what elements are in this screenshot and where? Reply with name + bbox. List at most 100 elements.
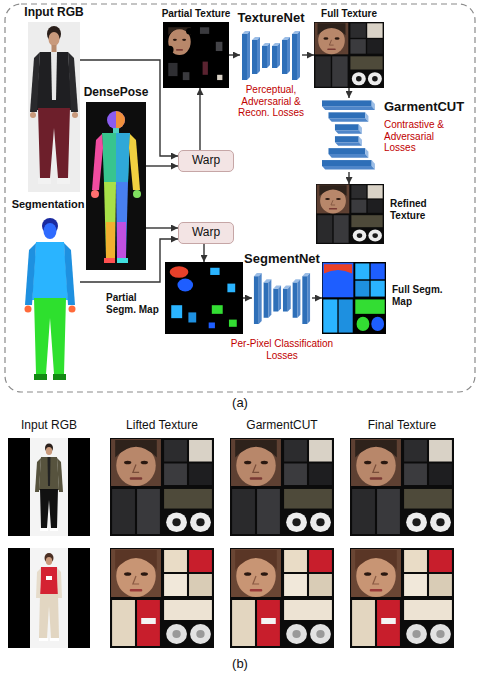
node-label: Warp [192, 154, 220, 168]
example-photo [39, 594, 59, 638]
densepose-map [113, 128, 119, 133]
input-photo [72, 112, 78, 118]
example-texture [350, 438, 454, 536]
network-block: SegmentNetPer-Pixel Classification Losse… [252, 272, 312, 324]
example-photo [8, 438, 90, 648]
segmentation-texture [165, 262, 386, 334]
segmentation-map [44, 223, 57, 239]
example-photo [40, 489, 58, 528]
node-label: TextureNet [238, 11, 305, 26]
example-photo [57, 568, 62, 598]
flow-arrow [146, 227, 178, 228]
column-header: GarmentCUT [246, 419, 317, 433]
image-panel: DensePose [86, 102, 146, 270]
input-photo [51, 52, 57, 100]
dashed-frame [5, 4, 475, 392]
input-photo [52, 45, 57, 52]
example-texture [110, 438, 454, 648]
process-box: Warp [178, 222, 234, 244]
densepose-map [102, 133, 130, 182]
example-photo [35, 458, 41, 492]
flow-arrow [199, 88, 200, 150]
panel-tag: (b) [232, 657, 248, 672]
loss-note: Perceptual, Adversarial & Recon. Losses [229, 84, 313, 119]
node-label: Refined Texture [390, 198, 452, 221]
densepose-map [104, 182, 116, 258]
example-photo [40, 528, 48, 531]
densepose-map [117, 258, 128, 263]
node-label: Partial Texture [162, 8, 231, 20]
image-panel: Partial Segm. Map [165, 262, 243, 334]
densepose-map [86, 102, 146, 270]
segmentation-map [34, 298, 66, 374]
image-panel: Refined Texture [316, 184, 384, 244]
texture-map [163, 22, 384, 244]
densepose-map [133, 190, 141, 198]
flow-arrow [146, 165, 178, 166]
densepose-map [106, 222, 115, 258]
segmentation-map [34, 374, 47, 380]
flow-arrow [243, 297, 252, 298]
network-symbol [322, 100, 375, 169]
input-photo [38, 108, 70, 178]
densepose-map [116, 111, 125, 129]
segmentation-map [64, 243, 75, 305]
example-photo [57, 458, 63, 492]
flow-arrow [203, 244, 204, 262]
example-photo [48, 457, 51, 486]
segmentation-texture [165, 262, 243, 334]
example-photo [8, 548, 90, 648]
texture-map [316, 184, 384, 244]
node-label: Input RGB [24, 6, 83, 20]
example-texture [230, 548, 334, 648]
example-photo [30, 548, 68, 648]
example-photo [8, 438, 90, 536]
example-texture [110, 548, 214, 648]
node-label: Partial Segm. Map [106, 292, 162, 315]
example-texture [110, 438, 214, 536]
example-photo [50, 528, 58, 531]
loss-note: Per-Pixel Classification Losses [230, 338, 334, 361]
column-header: Lifted Texture [126, 419, 198, 433]
panel-tag: (a) [232, 396, 248, 411]
node-label: GarmentCUT [384, 100, 464, 115]
segmentation-map [25, 243, 36, 305]
input-photo [68, 52, 78, 112]
example-photo [39, 638, 48, 641]
loss-note: Contrastive & Adversarial Losses [384, 119, 468, 154]
network-block: TextureNetPerceptual, Adversarial & Reco… [240, 30, 302, 80]
example-photo [30, 438, 68, 536]
input-photo [38, 178, 51, 184]
column-header: Input RGB [21, 419, 77, 433]
example-photo [40, 567, 58, 595]
densepose-map [129, 134, 140, 190]
example-photo [46, 576, 52, 580]
input-photo [28, 22, 80, 192]
node-label: Full Segm. Map [392, 284, 454, 307]
input-photo [57, 178, 70, 184]
example-photo [46, 447, 52, 455]
example-photo [39, 457, 59, 490]
densepose-map [104, 258, 115, 263]
texture-map [163, 22, 229, 88]
densepose-map [116, 133, 130, 182]
input-photo [36, 52, 72, 110]
flow-arrow [302, 54, 314, 55]
example-photo [36, 568, 41, 598]
segmentation-map [20, 214, 80, 386]
image-panel: Input RGB [28, 22, 80, 192]
segmentation-map [20, 214, 80, 386]
flow-arrow [312, 297, 322, 298]
flow-arrow [80, 60, 178, 156]
flow-arrow [229, 54, 240, 55]
densepose-map [92, 134, 103, 190]
column-header: Final Texture [368, 419, 436, 433]
flow-arrow [80, 239, 178, 282]
example-texture [350, 548, 454, 648]
input-photo [28, 22, 80, 192]
network-block: GarmentCUTContrastive & Adversarial Loss… [322, 98, 376, 172]
segmentation-map [25, 306, 32, 313]
dashed-frame [5, 4, 475, 392]
segmentation-map [32, 242, 68, 300]
